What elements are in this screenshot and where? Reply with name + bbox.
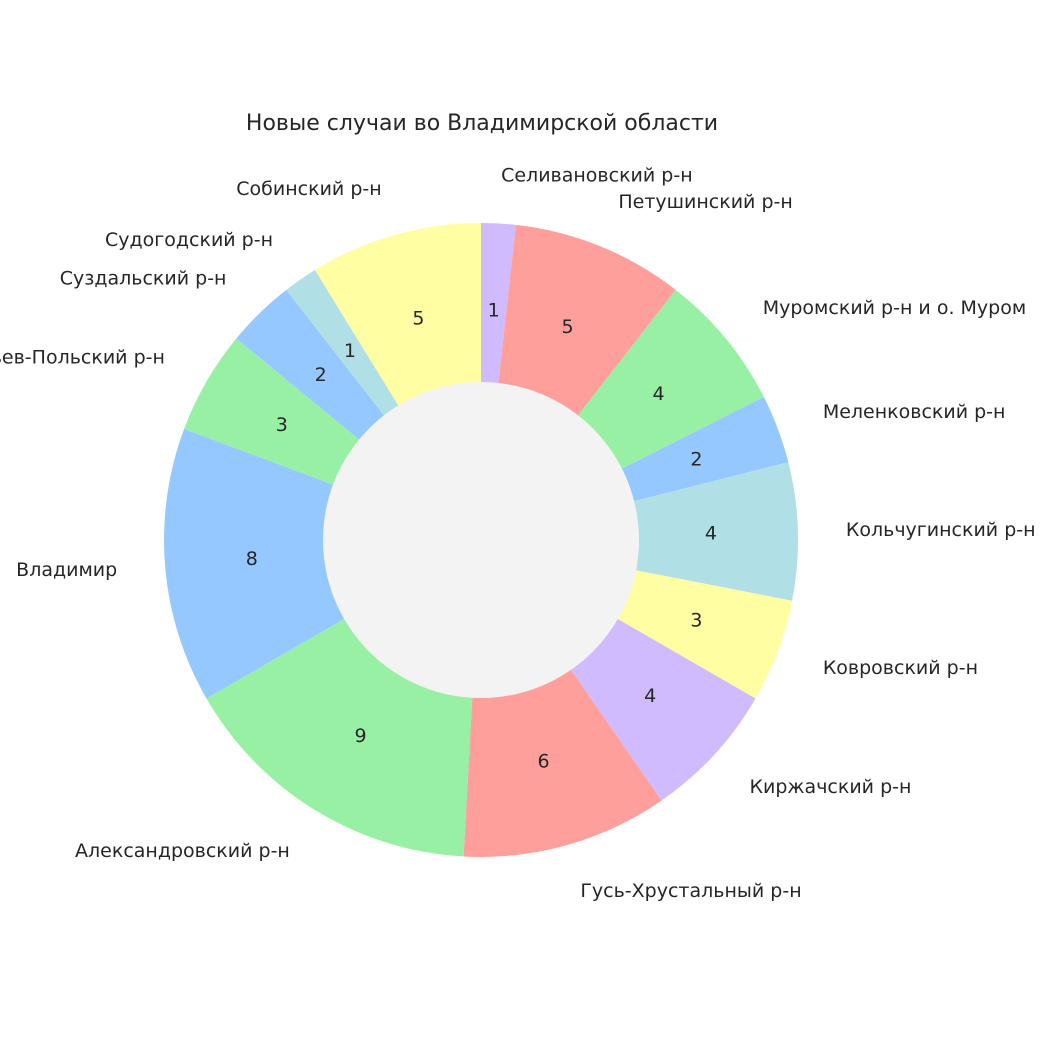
pie-slice (481, 462, 798, 601)
slice-category-label: Александровский р-н (75, 840, 290, 862)
slice-value-label: 4 (705, 523, 717, 545)
slice-value-label: 1 (344, 340, 356, 362)
donut-hole (323, 382, 639, 698)
slice-category-label: Судогодский р-н (105, 229, 273, 251)
pie-slice (163, 428, 481, 699)
slice-category-label: Ковровский р-н (823, 657, 978, 679)
slice-value-label: 1 (488, 299, 500, 321)
slices-group (163, 223, 798, 857)
slice-value-label: 5 (562, 316, 574, 338)
chart-title: Новые случаи во Владимирской области (246, 111, 718, 136)
slice-value-label: 2 (690, 448, 702, 470)
slice-category-label: Кольчугинский р-н (846, 519, 1036, 541)
slice-value-label: 3 (690, 610, 702, 632)
slice-value-label: 2 (315, 364, 327, 386)
slice-value-label: 9 (355, 725, 367, 747)
slice-category-label: Киржачский р-н (750, 776, 912, 798)
slice-value-label: 4 (652, 383, 664, 405)
slice-value-label: 6 (538, 750, 550, 772)
slice-value-label: 4 (644, 685, 656, 707)
slice-value-label: 5 (412, 308, 424, 330)
slice-value-label: 8 (246, 548, 258, 570)
slice-category-label: Собинский р-н (236, 178, 381, 200)
slice-category-label: Селивановский р-н (501, 165, 693, 187)
slice-category-label: Суздальский р-н (60, 267, 227, 289)
slice-category-label: Гусь-Хрустальный р-н (580, 880, 801, 902)
slice-value-label: 3 (276, 414, 288, 436)
slice-category-label: Юрьев-Польский р-н (0, 347, 165, 369)
slice-category-label: Меленковский р-н (823, 401, 1006, 423)
slice-category-label: Муромский р-н и о. Муром (763, 297, 1026, 319)
slice-category-label: Петушинский р-н (618, 191, 792, 213)
slice-category-label: Владимир (16, 559, 117, 581)
